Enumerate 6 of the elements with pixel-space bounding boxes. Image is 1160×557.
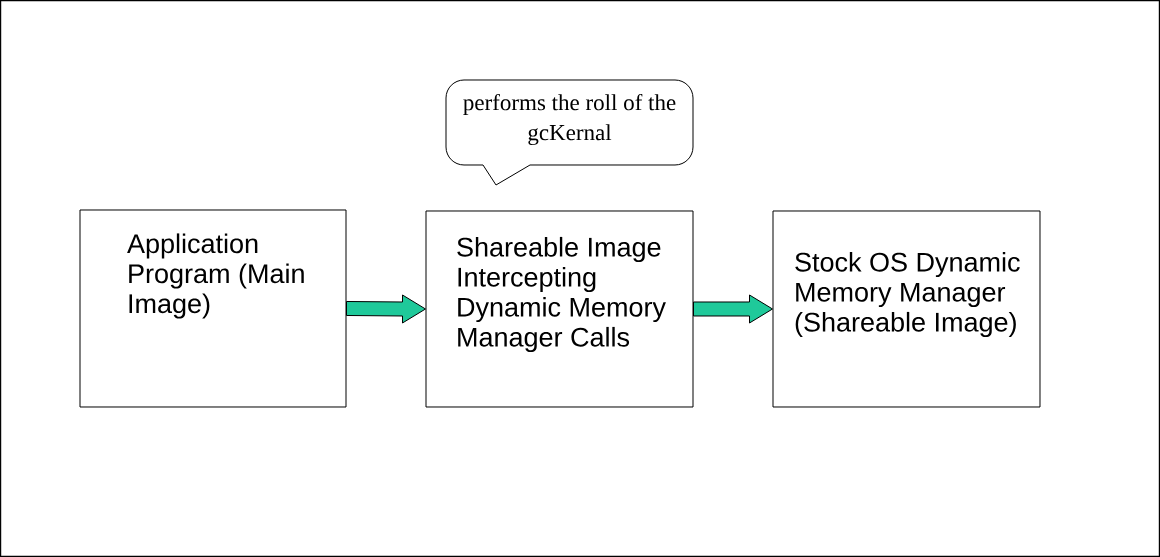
- process-box: Application Program (Main Image): [79, 209, 347, 408]
- block-arrow: [693, 294, 773, 324]
- process-box: Stock OS Dynamic Memory Manager (Shareable Image): [772, 210, 1041, 408]
- speech-bubble: performs the roll of the gcKernal: [445, 79, 694, 186]
- block-arrow: [346, 294, 426, 324]
- process-box: Shareable Image Intercepting Dynamic Memory Manager Calls: [425, 210, 694, 408]
